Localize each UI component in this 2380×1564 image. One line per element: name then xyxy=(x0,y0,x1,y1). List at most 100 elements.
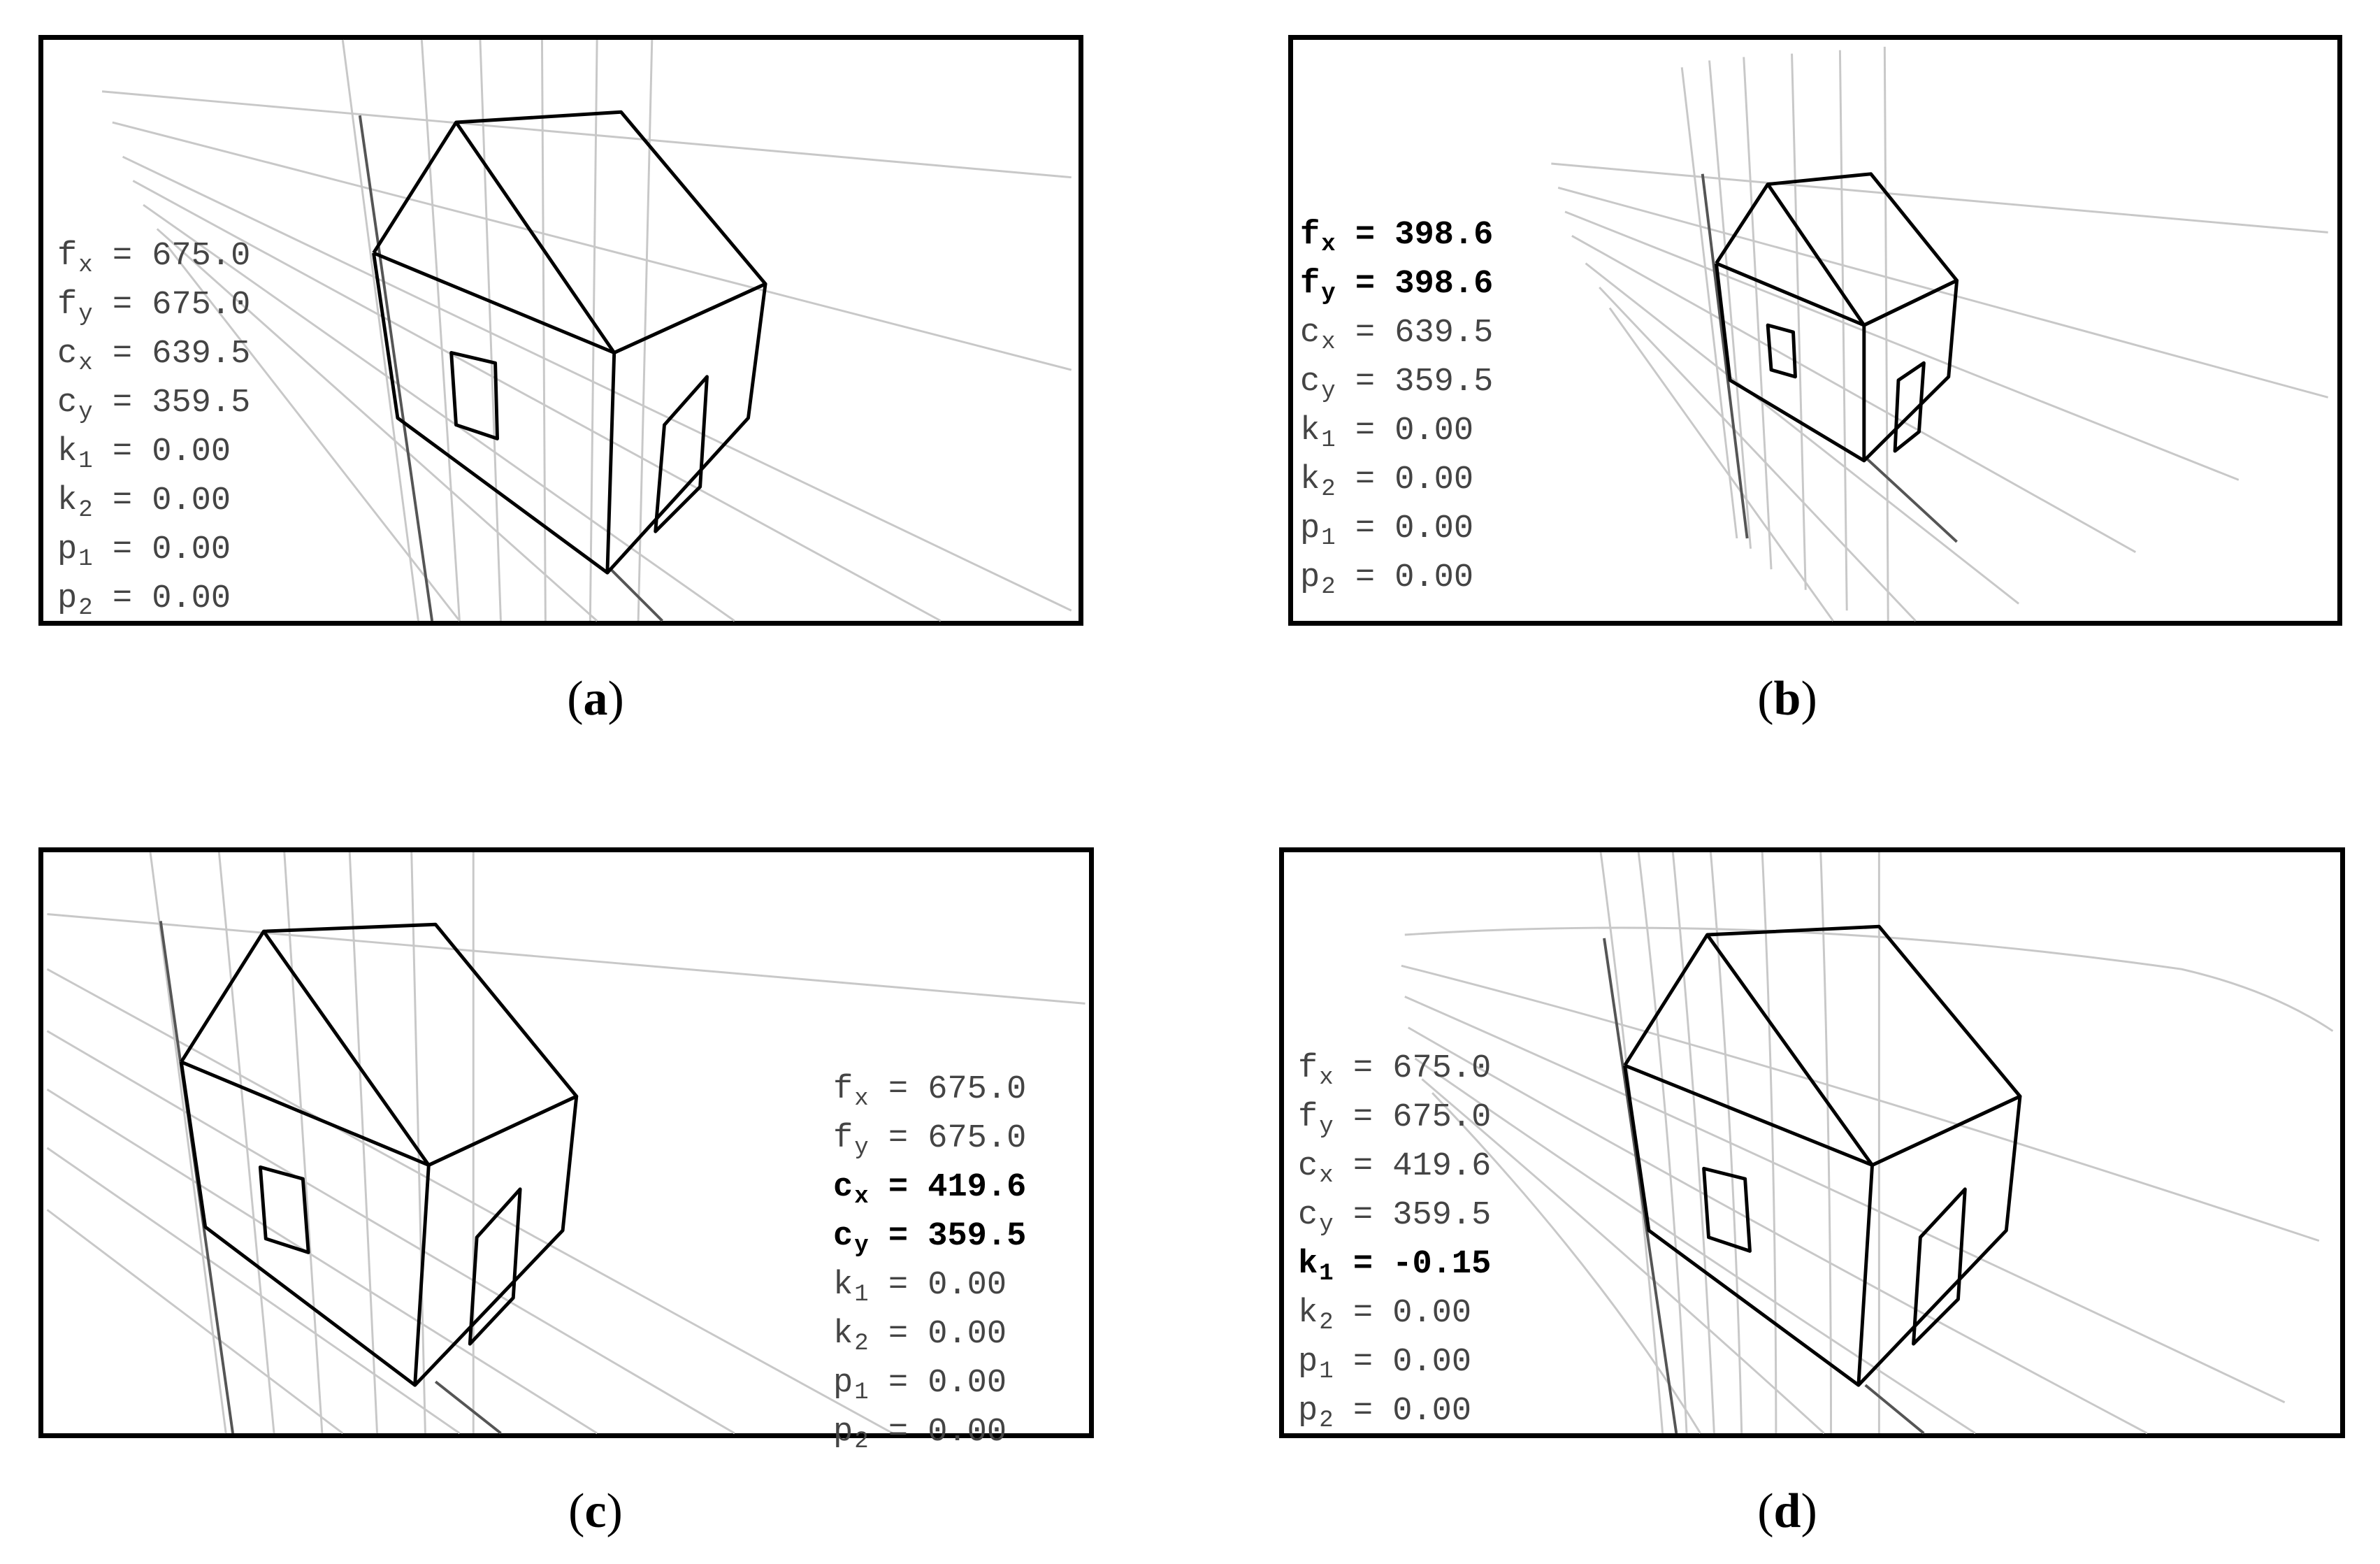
param-symbol: f xyxy=(1298,1099,1318,1136)
param-subscript: x xyxy=(78,350,93,377)
param-value: 0.00 xyxy=(1392,1393,1472,1430)
equals-sign: = xyxy=(92,385,152,422)
param-subscript: y xyxy=(1319,1114,1334,1140)
param-symbol: c xyxy=(1300,315,1320,352)
param-symbol: p xyxy=(1300,510,1320,547)
param-symbol: c xyxy=(57,385,78,422)
param-subscript: x xyxy=(78,252,93,279)
param-subscript: x xyxy=(854,1086,869,1112)
param-symbol: k xyxy=(833,1316,853,1353)
param-subscript: x xyxy=(1319,1065,1334,1091)
caption-a: (a) xyxy=(567,672,624,726)
param-symbol: k xyxy=(1300,412,1320,450)
camera-view-b xyxy=(1551,46,2329,622)
param-value: 419.6 xyxy=(928,1169,1027,1206)
param-subscript: x xyxy=(1321,231,1336,258)
equals-sign: = xyxy=(92,336,152,373)
camera-view-d xyxy=(1401,852,2334,1435)
param-row: cy = 359.5 xyxy=(57,379,250,428)
param-row: cx = 419.6 xyxy=(833,1163,1026,1212)
param-row: fx = 675.0 xyxy=(1298,1045,1491,1093)
param-row: fy = 675.0 xyxy=(57,281,250,330)
param-value: 359.5 xyxy=(928,1218,1027,1255)
param-value: 359.5 xyxy=(1394,364,1494,401)
param-subscript: 1 xyxy=(1321,427,1336,454)
param-value: 0.00 xyxy=(152,482,231,519)
ground-line-d xyxy=(1603,938,1678,1434)
param-value: 0.00 xyxy=(928,1414,1007,1451)
equals-sign: = xyxy=(1335,217,1395,254)
equals-sign: = xyxy=(92,531,152,568)
equals-sign: = xyxy=(1333,1344,1393,1381)
equals-sign: = xyxy=(1333,1295,1393,1332)
param-row: p1 = 0.00 xyxy=(1300,505,1493,554)
param-row: k2 = 0.00 xyxy=(57,477,250,526)
param-subscript: x xyxy=(1319,1163,1334,1189)
param-symbol: k xyxy=(1300,461,1320,498)
param-row: p2 = 0.00 xyxy=(1300,554,1493,603)
param-row: k1 = -0.15 xyxy=(1298,1240,1491,1289)
param-value: 0.00 xyxy=(1392,1344,1472,1381)
param-symbol: p xyxy=(1300,559,1320,596)
param-row: k2 = 0.00 xyxy=(1298,1289,1491,1338)
param-symbol: p xyxy=(833,1365,853,1402)
param-value: 675.0 xyxy=(152,238,251,275)
equals-sign: = xyxy=(1335,412,1395,450)
param-row: p1 = 0.00 xyxy=(833,1359,1026,1408)
param-value: 639.5 xyxy=(152,336,251,373)
param-subscript: y xyxy=(1319,1212,1334,1238)
param-row: k1 = 0.00 xyxy=(57,428,250,477)
equals-sign: = xyxy=(1333,1099,1393,1136)
house-b xyxy=(1714,172,1959,463)
param-symbol: f xyxy=(833,1071,853,1108)
guide-lines-d xyxy=(1401,852,2334,1435)
param-subscript: y xyxy=(854,1135,869,1161)
param-row: k2 = 0.00 xyxy=(1300,456,1493,505)
param-row: p1 = 0.00 xyxy=(57,526,250,575)
param-value: 0.00 xyxy=(1394,461,1474,498)
equals-sign: = xyxy=(92,287,152,324)
param-subscript: y xyxy=(854,1233,869,1259)
ground-line-b xyxy=(1701,173,1749,539)
param-row: cx = 419.6 xyxy=(1298,1142,1491,1191)
param-row: fx = 675.0 xyxy=(833,1066,1026,1114)
param-symbol: c xyxy=(57,336,78,373)
param-row: k2 = 0.00 xyxy=(833,1310,1026,1359)
param-subscript: 2 xyxy=(78,497,93,524)
param-symbol: p xyxy=(57,580,78,617)
param-symbol: f xyxy=(57,287,78,324)
param-symbol: k xyxy=(1298,1246,1318,1283)
ground-line-b2 xyxy=(1866,458,1958,543)
param-subscript: 1 xyxy=(1321,525,1336,552)
equals-sign: = xyxy=(1333,1393,1393,1430)
param-symbol: k xyxy=(1298,1295,1318,1332)
ground-line-a2 xyxy=(610,568,663,622)
param-subscript: y xyxy=(78,399,93,426)
param-row: k1 = 0.00 xyxy=(833,1261,1026,1310)
param-row: cy = 359.5 xyxy=(1298,1191,1491,1240)
param-symbol: k xyxy=(57,433,78,471)
param-subscript: 2 xyxy=(1319,1310,1334,1336)
param-row: p2 = 0.00 xyxy=(57,575,250,624)
equals-sign: = xyxy=(868,1267,928,1304)
ground-line-c2 xyxy=(434,1380,502,1435)
equals-sign: = xyxy=(1335,364,1395,401)
param-row: fy = 675.0 xyxy=(1298,1093,1491,1142)
param-row: fy = 398.6 xyxy=(1300,260,1493,309)
equals-sign: = xyxy=(1333,1246,1393,1283)
param-value: 0.00 xyxy=(928,1267,1007,1304)
ground-line-d2 xyxy=(1864,1384,1925,1435)
param-value: 0.00 xyxy=(1394,510,1474,547)
equals-sign: = xyxy=(868,1316,928,1353)
param-value: 0.00 xyxy=(152,580,231,617)
param-value: 675.0 xyxy=(152,287,251,324)
param-symbol: f xyxy=(833,1120,853,1157)
equals-sign: = xyxy=(92,433,152,471)
param-row: fx = 398.6 xyxy=(1300,211,1493,260)
caption-b: (b) xyxy=(1757,672,1817,726)
param-symbol: f xyxy=(57,238,78,275)
param-subscript: 2 xyxy=(854,1428,869,1455)
